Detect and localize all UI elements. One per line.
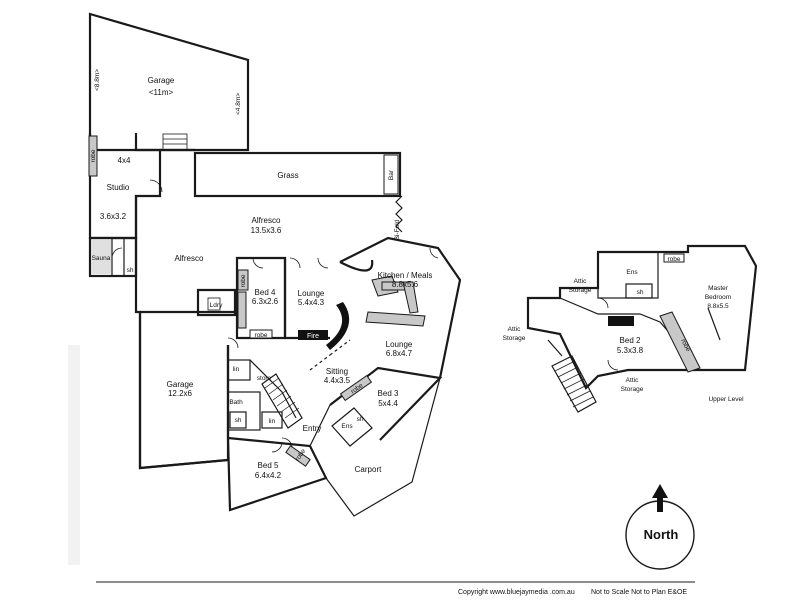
garage-left-dimension: <8.8m> (94, 69, 101, 91)
lounge-small-label: Lounge (298, 289, 325, 298)
laundry-label: Ldry (210, 302, 223, 309)
bar-counter (383, 154, 399, 195)
garage-bottom-label: Garage (167, 380, 194, 389)
carport-area: Carport (309, 377, 441, 517)
bifold-doors: Bi-Fold (394, 195, 403, 240)
bed4-dimension: 6.3x2.6 (252, 297, 279, 306)
grass-label: Grass (277, 171, 298, 180)
fireplace (298, 330, 328, 340)
upper-robe-diagonal (659, 311, 701, 373)
upper-fireplace (608, 316, 634, 326)
bifold-label: Bi-Fold (394, 219, 401, 240)
garage-steps (162, 133, 188, 151)
hall-cluster: lin store Bath sh lin (226, 337, 303, 449)
bed4-label: Bed 4 (255, 288, 276, 297)
bar-label: Bar (388, 169, 395, 180)
alfresco-top-dimension: 13.5x3.6 (251, 226, 282, 235)
bed4-robe-bottom (249, 329, 273, 339)
master-dimension: 8.8x5.5 (707, 303, 729, 310)
upper-robe-top (663, 253, 685, 263)
sauna-area: Sauna sh (88, 236, 138, 278)
studio-area: robe 4x4 Studio 3.6x3.2 (88, 133, 163, 240)
sauna-label: Sauna (92, 255, 111, 262)
bed2-dimension: 5.3x3.8 (617, 346, 644, 355)
attic-top-line2: Storage (569, 287, 592, 294)
ground-stairs (261, 373, 303, 429)
bed3-shower-label: sh (357, 416, 364, 423)
bed3-dimension: 5x4.4 (378, 399, 398, 408)
bath-shower-label: sh (235, 417, 242, 424)
linen-bottom-label: lin (269, 418, 276, 425)
upper-level-label: Upper Level (708, 396, 744, 403)
north-arrow-icon (652, 484, 668, 512)
laundry-area: Ldry (196, 288, 237, 317)
master-line1: Master (708, 285, 729, 292)
north-label: North (644, 527, 679, 542)
studio-robe (88, 135, 98, 177)
master-line2: Bedroom (705, 294, 731, 301)
fire-label: Fire (307, 333, 319, 340)
upper-shower-label: sh (637, 289, 644, 296)
sitting-label: Sitting (326, 367, 348, 376)
bed3-label: Bed 3 (378, 389, 399, 398)
studio-label: Studio (107, 183, 130, 192)
attic-left-line1: Attic (508, 326, 521, 333)
bed3-robe (339, 374, 373, 402)
bed5-label: Bed 5 (258, 461, 279, 470)
sitting-dimension: 4.4x3.5 (324, 376, 351, 385)
scan-artifact (68, 345, 80, 565)
footer-disclaimer: Not to Scale Not to Plan E&OE (591, 589, 687, 596)
lounge-small-area: Lounge 5.4x4.3 Fire (283, 257, 374, 350)
garage-bottom-dimension: 12.2x6 (168, 389, 193, 398)
bed4-area: robe robe Bed 4 6.3x2.6 (235, 256, 287, 340)
upper-robe-top-label: robe (667, 256, 680, 263)
garage-top-dimension: <11m> (149, 88, 174, 97)
lounge-big-dimension: 6.8x4.7 (386, 349, 413, 358)
upper-ensuite-label: Ens (626, 269, 638, 276)
upper-stairs (551, 355, 597, 413)
garage-right-dimension: <4.8m> (235, 93, 242, 115)
studio-robe-label: robe (90, 149, 97, 162)
north-compass: North (625, 484, 695, 570)
four-by-four-label: 4x4 (118, 156, 131, 165)
bed5-robe (285, 445, 311, 467)
upper-level-walls: robe robe (526, 244, 758, 390)
kitchen-label: Kitchen / Meals (378, 271, 433, 280)
footer-copyright: Copyright www.bluejaymedia .com.au (458, 589, 575, 596)
bath-label: Bath (229, 399, 243, 406)
bed5-area: robe Bed 5 6.4x4.2 (226, 436, 328, 512)
studio-dimension: 3.6x3.2 (100, 212, 127, 221)
lounge-big-label: Lounge (386, 340, 413, 349)
garage-bottom-area: Garage 12.2x6 (138, 312, 230, 470)
attic-top-line1: Attic (574, 278, 587, 285)
lounge-small-dimension: 5.4x4.3 (298, 298, 325, 307)
attic-bottom-line1: Attic (626, 377, 639, 384)
alfresco-top-label: Alfresco (252, 216, 281, 225)
kitchen-dimension: 8.8x5.6 (392, 280, 419, 289)
bed3-ensuite-label: Ens (341, 423, 353, 430)
linen-top-label: lin (233, 366, 240, 373)
sauna-shower-label: sh (127, 267, 134, 274)
carport-label: Carport (355, 465, 382, 474)
grass-area: Grass Bar (193, 151, 402, 198)
attic-bottom-line2: Storage (621, 386, 644, 393)
bed4-robe-side (237, 269, 249, 291)
alfresco-left-label: Alfresco (175, 254, 204, 263)
attic-left-line2: Storage (503, 335, 526, 342)
garage-top-area: Garage <11m> <8.8m> <4.8m> (88, 12, 250, 152)
bed4-robe-side-label: robe (240, 274, 247, 287)
store-label: store (257, 375, 272, 382)
entry-label: Entry (303, 424, 322, 433)
bed4-robe-bottom-label: robe (254, 332, 267, 339)
bed2-label: Bed 2 (620, 336, 641, 345)
bed5-dimension: 6.4x4.2 (255, 471, 282, 480)
garage-top-label: Garage (148, 76, 175, 85)
kitchen-lounge-area: Kitchen / Meals 8.8x5.6 Lounge 6.8x4.7 (309, 236, 462, 379)
